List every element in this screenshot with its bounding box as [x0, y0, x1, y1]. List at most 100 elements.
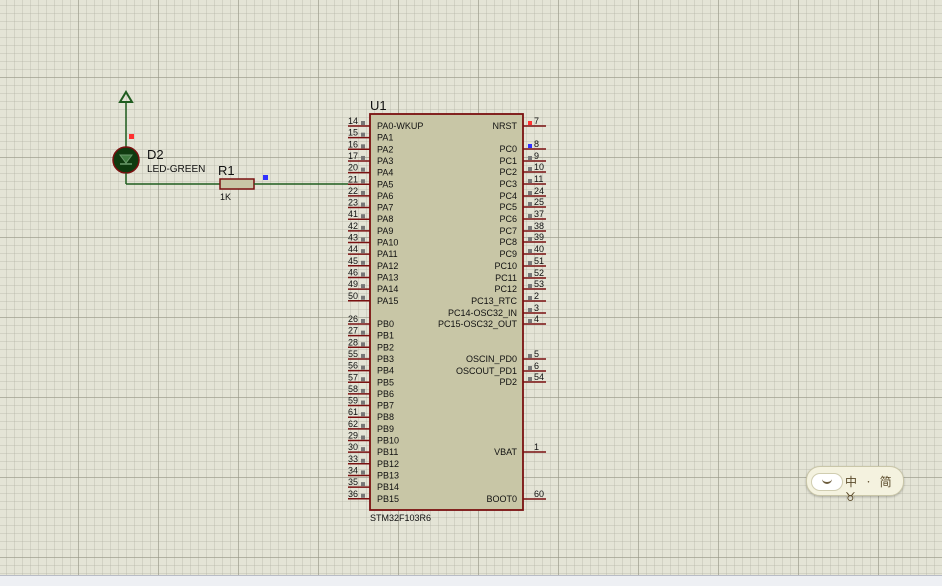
pin-name: PB9	[377, 424, 394, 434]
pin-number: 28	[348, 337, 358, 347]
pin-name: PA0-WKUP	[377, 121, 423, 131]
cloud-icon	[811, 473, 843, 491]
pin-name: PC9	[499, 249, 517, 259]
pin-name: BOOT0	[486, 494, 517, 504]
pin-name: PC7	[499, 226, 517, 236]
pin-name: PC10	[494, 261, 517, 271]
led-probe-marker	[129, 134, 134, 139]
pin-name: VBAT	[494, 447, 517, 457]
pin-number: 60	[534, 489, 544, 499]
u1-ref: U1	[370, 98, 387, 113]
pin-name: PB4	[377, 366, 394, 376]
pin-number: 44	[348, 244, 358, 254]
power-terminal[interactable]	[118, 90, 134, 148]
pin-name: PB12	[377, 459, 399, 469]
pin-name: PA11	[377, 249, 398, 259]
pin-name: PC4	[499, 191, 517, 201]
pin-name: PA13	[377, 272, 398, 282]
pin-name: PB8	[377, 412, 394, 422]
pin-number: 9	[534, 151, 539, 161]
u1-body[interactable]	[369, 113, 524, 511]
pin-number: 53	[534, 279, 544, 289]
pin-number: 58	[348, 384, 358, 394]
resistor-r1[interactable]	[219, 178, 255, 190]
pin-number: 25	[534, 197, 544, 207]
led-d2[interactable]	[112, 134, 140, 184]
pin-name: PB1	[377, 331, 394, 341]
pin-number: 57	[348, 372, 358, 382]
pin-name: NRST	[493, 121, 518, 131]
pin-number: 40	[534, 244, 544, 254]
pin-number: 35	[348, 477, 358, 487]
u1-part: STM32F103R6	[370, 513, 431, 523]
pin-number: 27	[348, 326, 358, 336]
pin-name: PB6	[377, 389, 394, 399]
pin-number: 26	[348, 314, 358, 324]
pin-name: PA12	[377, 261, 398, 271]
pin-name: PC8	[499, 237, 517, 247]
pin-name: PC5	[499, 202, 517, 212]
pin-number: 16	[348, 139, 358, 149]
pin-name: PA10	[377, 238, 398, 248]
pin-name: PB0	[377, 319, 394, 329]
pin-number: 21	[348, 174, 358, 184]
ime-badge[interactable]: 中 ㆍ 简 ♉	[806, 466, 904, 504]
pin-name: OSCOUT_PD1	[456, 366, 517, 376]
